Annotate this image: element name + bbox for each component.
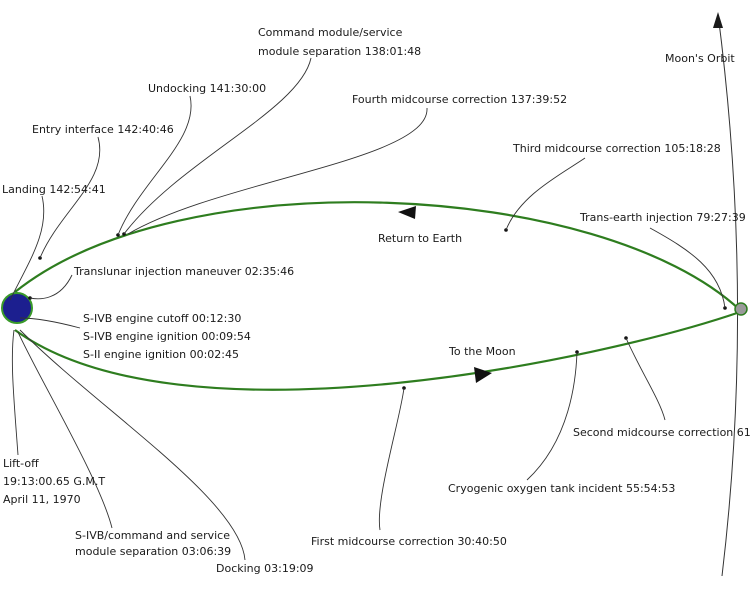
leader-first-midcourse bbox=[378, 387, 405, 531]
moon-orbit-arrowhead bbox=[713, 12, 723, 28]
label-third-midcourse: Third midcourse correction 105:18:28 bbox=[512, 142, 721, 155]
label-undocking: Undocking 141:30:00 bbox=[148, 82, 266, 95]
label-entry-interface: Entry interface 142:40:46 bbox=[32, 123, 174, 136]
label-trans-earth-injection: Trans-earth injection 79:27:39 bbox=[579, 211, 746, 224]
leader-cm-sm-separation bbox=[123, 57, 312, 235]
leader-tli bbox=[29, 274, 73, 300]
to-the-moon-label: To the Moon bbox=[448, 345, 516, 358]
label-sii-ignition: S-II engine ignition 00:02:45 bbox=[83, 348, 239, 361]
label-oxygen-tank: Cryogenic oxygen tank incident 55:54:53 bbox=[448, 482, 675, 495]
label-cm-sm-separation: Command module/service module separation… bbox=[258, 26, 421, 58]
leader-liftoff bbox=[11, 329, 19, 456]
outbound-trajectory bbox=[14, 310, 741, 391]
leader-sivb-engine bbox=[19, 317, 81, 329]
leader-landing bbox=[9, 195, 45, 301]
label-second-midcourse: Second midcourse correction 61:29:43 bbox=[573, 426, 750, 439]
label-fourth-midcourse: Fourth midcourse correction 137:39:52 bbox=[352, 93, 567, 106]
label-liftoff: Lift-off 19:13:00.65 G.M.T April 11, 197… bbox=[3, 457, 109, 506]
event-markers bbox=[28, 228, 727, 390]
leader-sivb-cs-separation bbox=[17, 331, 113, 529]
leader-entry-interface bbox=[39, 136, 101, 259]
moon-orbit-label: Moon's Orbit bbox=[665, 52, 735, 65]
leader-undocking bbox=[117, 95, 192, 236]
return-to-earth-label: Return to Earth bbox=[378, 232, 462, 245]
moon bbox=[734, 302, 748, 316]
label-sivb-cs-separation: S-IVB/command and service module separat… bbox=[75, 529, 233, 558]
earth bbox=[1, 292, 33, 324]
return-direction-arrow bbox=[398, 206, 416, 219]
leader-lines bbox=[9, 57, 726, 561]
label-translunar-injection: Translunar injection maneuver 02:35:46 bbox=[73, 265, 294, 278]
event-labels: Command module/service module separation… bbox=[2, 26, 750, 575]
return-trajectory bbox=[14, 201, 741, 311]
label-first-midcourse: First midcourse correction 30:40:50 bbox=[311, 535, 507, 548]
label-sivb-cutoff: S-IVB engine cutoff 00:12:30 bbox=[83, 312, 241, 325]
label-landing: Landing 142:54:41 bbox=[2, 183, 106, 196]
leader-trans-earth-injection bbox=[649, 227, 726, 309]
leader-second-midcourse bbox=[625, 337, 666, 421]
leader-third-midcourse bbox=[505, 157, 586, 231]
outbound-direction-arrow bbox=[474, 367, 492, 383]
leader-fourth-midcourse bbox=[127, 107, 428, 235]
leader-docking bbox=[19, 329, 246, 561]
moon-orbit-arc bbox=[717, 13, 739, 577]
label-docking: Docking 03:19:09 bbox=[216, 562, 314, 575]
leader-oxygen-tank bbox=[526, 351, 578, 481]
label-sivb-ignition: S-IVB engine ignition 00:09:54 bbox=[83, 330, 251, 343]
